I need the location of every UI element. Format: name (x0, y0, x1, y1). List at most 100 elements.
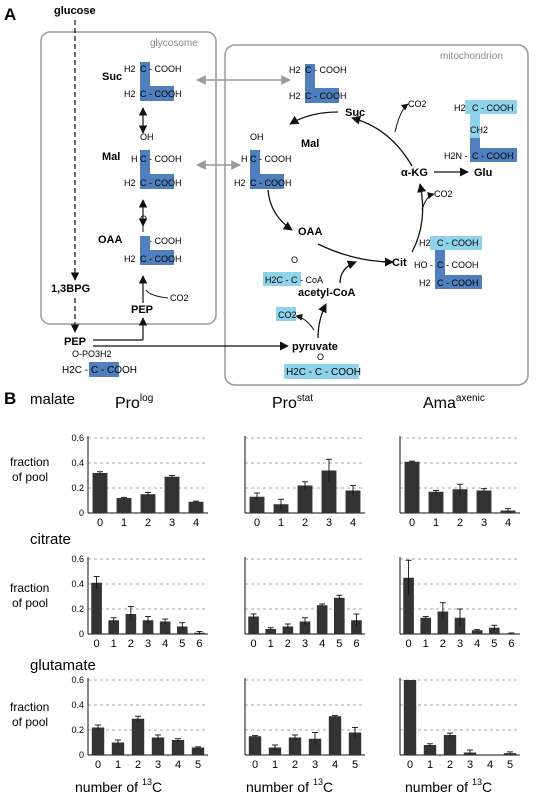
x-tick-label: 3 (155, 759, 161, 771)
xlabel-col3: number of 13C (405, 777, 492, 795)
col-title-pro-stat: Prostat (272, 393, 313, 412)
bar (151, 737, 165, 755)
ylabel-glutamate-2: of pool (12, 715, 48, 729)
bar (404, 461, 420, 513)
x-tick-label: 4 (162, 638, 168, 650)
ylabel-malate-1: fraction (10, 455, 49, 469)
x-tick-label: 2 (135, 759, 141, 771)
akg-label: α-KG (401, 167, 428, 179)
tca-cit-akg (411, 183, 427, 253)
bar (125, 614, 137, 634)
cit-h2b: H2 (419, 278, 431, 288)
glu-ch2: CH2 (470, 125, 488, 135)
bar (142, 620, 154, 634)
mmal-h2: H2 (234, 178, 246, 188)
cit-ho: HO - (414, 260, 433, 270)
mal-highlight (140, 174, 174, 189)
y-tick-label: 0.6 (71, 554, 84, 564)
x-tick-label: 3 (169, 517, 175, 529)
x-tick-label: 2 (292, 759, 298, 771)
glycosome-box (40, 31, 217, 325)
cit-highlight-v (435, 250, 445, 280)
y-tick-label: 0.6 (71, 433, 84, 443)
pep-label: PEP (64, 336, 86, 348)
suc-h2b: H2 (124, 89, 136, 99)
pyr-o: O (317, 352, 324, 362)
y-tick-label: 0.4 (71, 458, 84, 468)
x-tick-label: 3 (457, 638, 463, 650)
x-tick-label: 6 (353, 638, 359, 650)
x-tick-label: 2 (128, 638, 134, 650)
acetyl-coa-label: acetyl-CoA (298, 287, 356, 299)
pathway-diagram: A glycosome mitochondrion glucose 1,3BPG… (4, 5, 529, 386)
pyruvate-acetyl-arrow (317, 303, 327, 339)
x-tick-label: 5 (336, 638, 342, 650)
x-tick-label: 4 (193, 517, 199, 529)
panel-b-label: B (4, 389, 16, 408)
col-title-pro-log: Prolog (115, 393, 153, 412)
acetyl-chain: H2C - C - CoA (265, 275, 323, 285)
bar (471, 630, 483, 634)
x-tick-label: 4 (350, 517, 356, 529)
pep-chain: H2C - C - COOH (62, 365, 137, 376)
x-tick-label: 5 (352, 759, 358, 771)
bar (108, 620, 120, 634)
x-tick-label: 3 (145, 638, 151, 650)
x-tick-label: 0 (407, 759, 413, 771)
mmal-highlight (250, 174, 284, 189)
x-tick-label: 2 (440, 638, 446, 650)
glu-label: Glu (474, 167, 492, 179)
cit-c1: C - COOH (437, 238, 479, 248)
acetyl-highlight (263, 272, 301, 286)
mal-highlight-v (140, 150, 150, 180)
x-tick-label: 5 (179, 638, 185, 650)
x-tick-label: 3 (467, 759, 473, 771)
x-tick-label: 2 (145, 517, 151, 529)
mitochondrion-box (224, 44, 529, 386)
bar (191, 747, 205, 755)
cit-c2: C - COOH (437, 260, 479, 270)
mitochondrion-title: mitochondrion (440, 51, 503, 62)
x-tick-label: 2 (447, 759, 453, 771)
x-tick-label: 2 (302, 517, 308, 529)
co2-highlight (276, 307, 296, 321)
x-tick-label: 1 (278, 517, 284, 529)
bar (348, 732, 362, 755)
y-tick-label: 0 (79, 629, 84, 639)
glycosome-title: glycosome (150, 38, 198, 49)
bar (91, 582, 102, 634)
x-tick-label: 2 (457, 517, 463, 529)
glu-highlight-mid (470, 114, 480, 138)
x-tick-label: 5 (491, 638, 497, 650)
x-tick-label: 0 (409, 517, 415, 529)
glu-highlight-v (470, 138, 480, 154)
y-tick-label: 0 (79, 750, 84, 760)
pyruvate-label: pyruvate (292, 341, 338, 353)
mal-h2: H2 (124, 178, 136, 188)
bar (248, 736, 262, 755)
bar (297, 485, 313, 513)
x-tick-label: 4 (487, 759, 493, 771)
tca-oaa-cit (317, 243, 394, 267)
suc-highlight-v (140, 62, 150, 94)
x-tick-label: 1 (433, 517, 439, 529)
row-title-citrate: citrate (30, 531, 71, 548)
x-tick-label: 5 (507, 759, 513, 771)
mito-mal-label: Mal (301, 138, 319, 150)
x-tick-label: 4 (332, 759, 338, 771)
x-tick-label: 4 (474, 638, 480, 650)
x-tick-label: 0 (97, 517, 103, 529)
pyr-chain: H2C - C - COOH (286, 367, 361, 378)
msuc-c1: C - COOH (305, 65, 347, 75)
bar (164, 476, 180, 513)
bar (328, 716, 342, 755)
glyco-mal-label: Mal (102, 151, 120, 163)
bar (248, 616, 259, 634)
mal-h: H (131, 154, 138, 164)
mmal-oh: OH (250, 132, 264, 142)
y-tick-label: 0.6 (71, 675, 84, 685)
bar (351, 620, 362, 634)
glu-c3: C - COOH (472, 151, 514, 161)
tca-suc-mal (289, 111, 339, 125)
